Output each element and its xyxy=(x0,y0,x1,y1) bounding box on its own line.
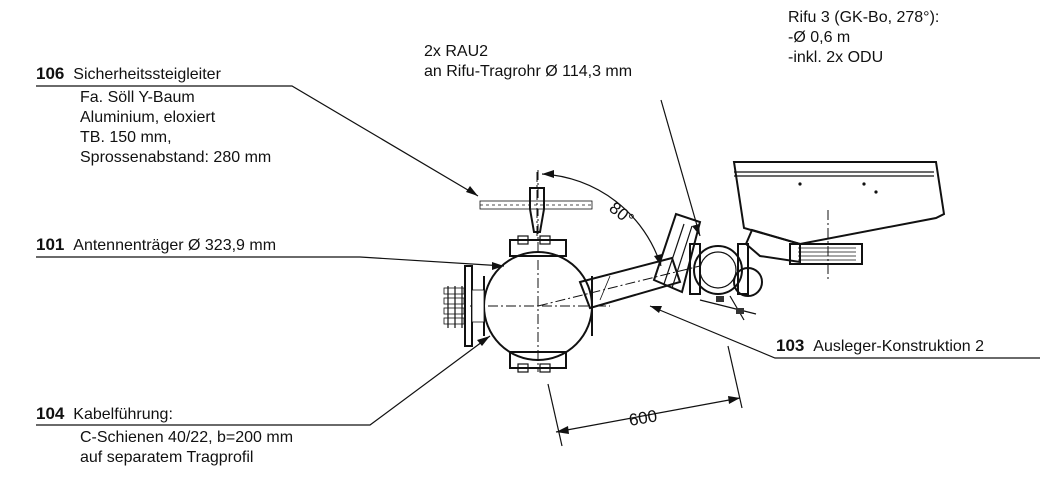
label-104: 104 Kabelführung: xyxy=(36,404,173,425)
leader-106 xyxy=(36,85,479,197)
leader-104 xyxy=(36,335,491,426)
angle-label: 80° xyxy=(606,198,638,229)
label-104-details: C-Schienen 40/22, b=200 mm auf separatem… xyxy=(80,428,293,468)
angle-dimension: 80° xyxy=(541,170,662,267)
label-rau-line-2: an Rifu-Tragrohr Ø 114,3 mm xyxy=(424,63,633,80)
label-104-line-3: auf separatem Tragprofil xyxy=(80,449,254,466)
label-103-number: 103 xyxy=(776,336,805,355)
leader-101 xyxy=(36,256,505,267)
label-104-line-1: Kabelführung: xyxy=(73,406,173,423)
dish-antenna xyxy=(732,161,946,280)
support-pipe xyxy=(689,243,763,321)
label-106-line-4: TB. 150 mm, xyxy=(80,129,172,146)
leader-rau xyxy=(660,99,701,237)
label-rifu-line-2: -Ø 0,6 m xyxy=(788,29,851,46)
label-106-details: Fa. Söll Y-Baum Aluminium, eloxiert TB. … xyxy=(80,88,271,168)
length-label: 600 xyxy=(627,406,658,430)
label-106-number: 106 xyxy=(36,64,65,83)
label-rau-line-1: 2x RAU2 xyxy=(424,43,489,60)
label-106-line-2: Fa. Söll Y-Baum xyxy=(80,89,195,106)
label-106: 106 Sicherheitssteigleiter xyxy=(36,64,221,85)
label-106-line-1: Sicherheitssteigleiter xyxy=(73,66,221,83)
label-103-text: Ausleger-Konstruktion 2 xyxy=(813,338,985,355)
boom-arm xyxy=(537,256,701,310)
cable-tray xyxy=(443,265,485,347)
length-dimension: 600 xyxy=(547,345,743,447)
rau-units xyxy=(652,212,702,294)
label-103: 103 Ausleger-Konstruktion 2 xyxy=(776,336,984,357)
label-rifu-line-3: -inkl. 2x ODU xyxy=(788,49,884,66)
label-rau: 2x RAU2 an Rifu-Tragrohr Ø 114,3 mm xyxy=(424,42,632,82)
label-104-line-2: C-Schienen 40/22, b=200 mm xyxy=(80,429,294,446)
label-106-line-3: Aluminium, eloxiert xyxy=(80,109,216,126)
label-rifu: Rifu 3 (GK-Bo, 278°): -Ø 0,6 m -inkl. 2x… xyxy=(788,8,939,68)
label-106-line-5: Sprossenabstand: 280 mm xyxy=(80,149,272,166)
mast-tube xyxy=(470,170,610,373)
label-101-text: Antennenträger Ø 323,9 mm xyxy=(73,237,277,254)
leader-103 xyxy=(649,305,1040,359)
label-104-number: 104 xyxy=(36,404,65,423)
label-rifu-line-1: Rifu 3 (GK-Bo, 278°): xyxy=(788,9,940,26)
label-101-number: 101 xyxy=(36,235,65,254)
safety-ladder xyxy=(479,172,593,240)
label-101: 101 Antennenträger Ø 323,9 mm xyxy=(36,235,276,256)
